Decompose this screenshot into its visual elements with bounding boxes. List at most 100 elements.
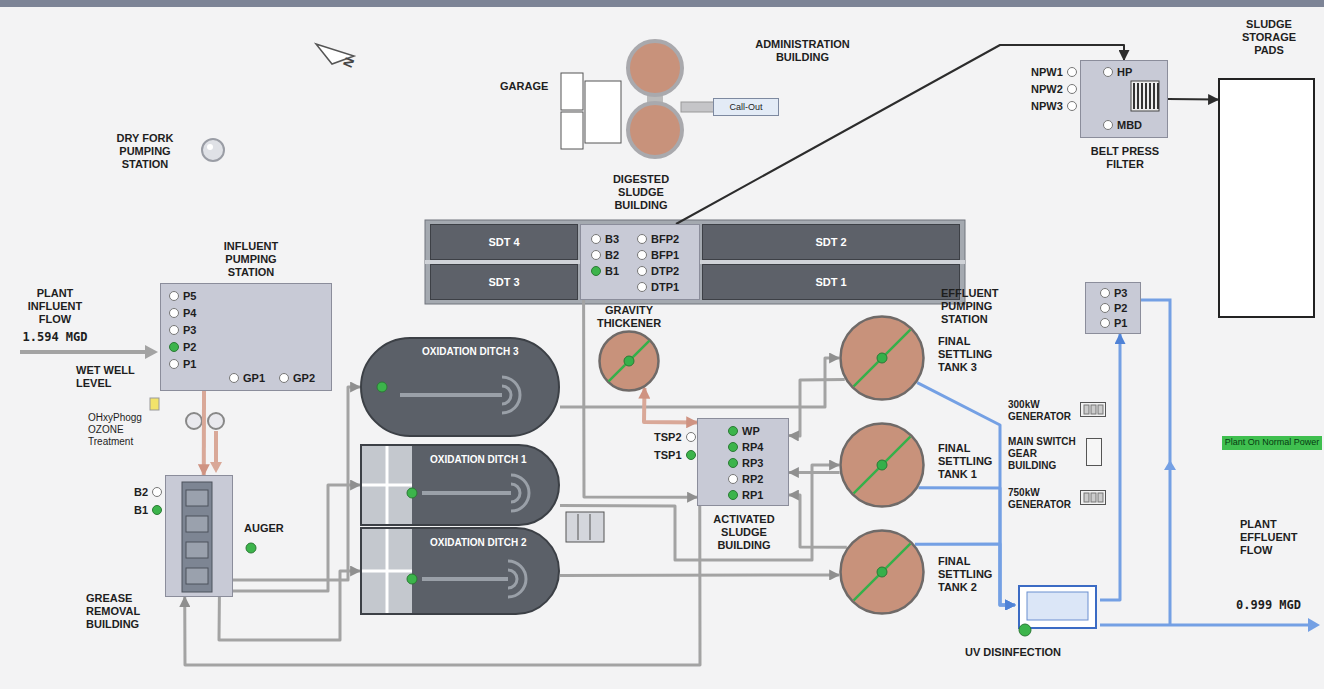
- ditch-head: [362, 446, 412, 524]
- node-label: SDT 2: [703, 236, 959, 249]
- status-dot: [877, 567, 887, 577]
- generator-panel: [1098, 493, 1103, 502]
- ditch-channel: [508, 570, 517, 588]
- flow-line: [584, 300, 697, 497]
- title-bar: [0, 0, 1324, 7]
- plant-label: PLANT INFLUENT FLOW: [15, 287, 95, 326]
- grease-building: B2B1GREASE REMOVAL BUILDING: [165, 475, 233, 597]
- ozone-arrow: [210, 462, 222, 473]
- node-label: EFFLUENT PUMPING STATION: [941, 287, 1013, 326]
- node-label: INFLUENT PUMPING STATION: [211, 240, 291, 279]
- uv-channel: [1019, 586, 1096, 628]
- tank-outline: [841, 424, 924, 507]
- status-dot: [377, 382, 387, 392]
- station-highlight: [207, 144, 213, 150]
- generator-panel: [1098, 405, 1103, 414]
- generator-symbol: [1081, 491, 1106, 505]
- effluent-pipe: [1100, 624, 1310, 627]
- node-label: DRY FORK PUMPING STATION: [99, 132, 191, 171]
- grease-chamber: [186, 490, 208, 506]
- grease-chamber: [186, 568, 208, 584]
- scraper-arm: [854, 437, 911, 494]
- status-dot: [407, 488, 417, 498]
- node-label: DIGESTED SLUDGE BUILDING: [606, 173, 676, 212]
- head-divider: [386, 446, 389, 524]
- node-outline: [201, 138, 225, 162]
- status-banner: Plant On Normal Power: [1222, 436, 1322, 450]
- uv-lamps: [1027, 592, 1088, 620]
- splitter-box: [566, 512, 604, 542]
- ditch-channel: [422, 491, 511, 495]
- pump-station: INFLUENT PUMPING STATIONP5P4P3P2P1GP1GP2: [160, 283, 332, 391]
- node-label: WP: [728, 425, 760, 438]
- grease-channel: [182, 482, 212, 592]
- node-label: GRAVITY THICKENER: [579, 304, 679, 330]
- node-label: GP1: [229, 372, 265, 385]
- node-label: B1: [134, 504, 162, 517]
- flow-line: [1168, 98, 1218, 101]
- status-dot: [877, 353, 887, 363]
- node-label: RP1: [728, 489, 763, 502]
- generator-symbol: [1081, 403, 1106, 417]
- node-outline: [1086, 438, 1102, 466]
- node-label: P2: [169, 341, 196, 354]
- node-label: B2: [134, 486, 162, 499]
- node-outline: [1080, 402, 1106, 417]
- callout-button: Call-Out: [713, 98, 779, 116]
- ditch-channel: [511, 475, 529, 511]
- node-label: BELT PRESS FILTER: [1081, 145, 1169, 171]
- pump-station: DRY FORK PUMPING STATION: [201, 138, 225, 162]
- oxidation-ditch: OXIDATION DITCH 3: [360, 337, 560, 437]
- plant-label: AUGER: [244, 522, 284, 535]
- node-label: FINAL SETTLING TANK 3: [938, 335, 1002, 374]
- splitter-bar: [590, 514, 591, 540]
- effluent-arrow: [1308, 618, 1320, 632]
- activated-sludge-building: TSP2TSP1WPRP4RP3RP2RP1ACTIVATED SLUDGE B…: [697, 418, 789, 506]
- garage-building: GARAGE: [560, 72, 622, 150]
- generator-panel: [1084, 493, 1089, 502]
- switchgear: MAIN SWITCH GEAR BUILDING: [1086, 438, 1102, 466]
- node-label: DTP1: [637, 281, 679, 294]
- plant-label: 0.999 MGD: [1236, 598, 1301, 612]
- settling-tank: FINAL SETTLING TANK 2: [839, 529, 925, 615]
- node-outline: [1015, 582, 1100, 638]
- flow-line: [1100, 334, 1120, 600]
- ozone-pipe: [214, 431, 218, 464]
- node-label: P1: [169, 358, 196, 371]
- node-label: FINAL SETTLING TANK 1: [938, 442, 1002, 481]
- node-label: TSP2: [654, 431, 696, 444]
- tank-outline: [841, 531, 924, 614]
- plant-label: N: [341, 56, 357, 70]
- sludge-tank: SDT 4: [430, 224, 578, 260]
- ditch-outline: [361, 528, 559, 614]
- belt-stripe: [1133, 83, 1135, 109]
- flow-line: [219, 571, 360, 640]
- ditch-channel: [422, 577, 508, 581]
- building-dome: [628, 103, 682, 157]
- node-outline: [625, 36, 780, 158]
- influent-arrow: [145, 345, 158, 359]
- node-label: 750kW GENERATOR: [1008, 487, 1078, 511]
- status-dot: [246, 543, 256, 553]
- node-label: P5: [169, 290, 196, 303]
- node-outline: [1080, 490, 1106, 505]
- flow-line: [789, 471, 840, 474]
- plant-label: 1.594 MGD: [15, 330, 95, 344]
- node-label: NPW1: [1031, 66, 1077, 79]
- garage-bay: [561, 73, 583, 110]
- node-label: UV DISINFECTION: [965, 646, 1061, 659]
- flow-line: [789, 380, 845, 437]
- generator-panel: [1091, 493, 1096, 502]
- node-label: B1: [591, 265, 619, 278]
- node-label: SDT 4: [431, 236, 577, 249]
- node-outline: [166, 476, 234, 598]
- plant-label: PLANT EFFLUENT FLOW: [1240, 518, 1312, 557]
- oxidation-ditch: OXIDATION DITCH 2: [360, 527, 560, 615]
- head-divider: [386, 529, 389, 613]
- node-label: NPW3: [1031, 100, 1077, 113]
- node-label: GARAGE: [500, 80, 548, 93]
- node-label: RP2: [728, 473, 763, 486]
- sludge-tank: SDT 3: [430, 264, 578, 300]
- tank-outline: [841, 317, 924, 400]
- ditch-channel: [502, 386, 511, 404]
